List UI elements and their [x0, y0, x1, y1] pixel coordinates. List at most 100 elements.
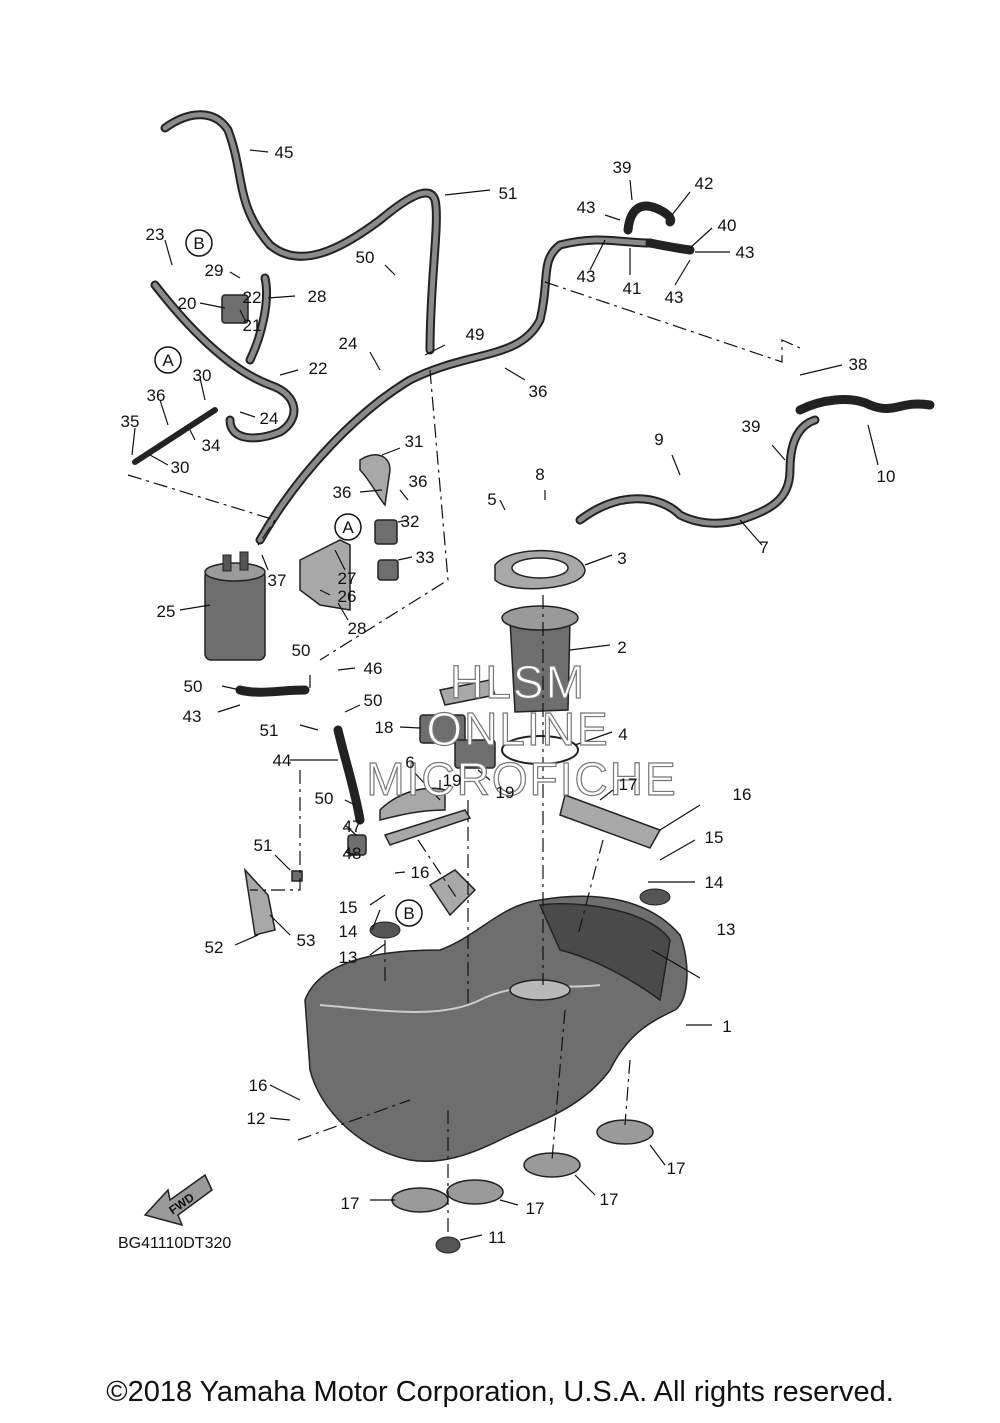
callout-51: 51 [499, 184, 518, 203]
callout-36: 36 [529, 382, 548, 401]
hose-40 [623, 201, 676, 235]
callout-30: 30 [171, 458, 190, 477]
callout-28: 28 [308, 287, 327, 306]
ref-markers [154, 229, 423, 927]
callout-38: 38 [849, 355, 868, 374]
bracket-34 [377, 559, 399, 581]
callout-53: 53 [297, 931, 316, 950]
damper-13a [369, 921, 401, 939]
harness [795, 395, 935, 415]
callout-50: 50 [292, 641, 311, 660]
callout-43: 43 [577, 198, 596, 217]
hose-44 [235, 685, 310, 697]
callout-43: 43 [665, 288, 684, 307]
callout-14: 14 [339, 922, 358, 941]
callout-15: 15 [705, 828, 724, 847]
valve-33 [374, 519, 398, 545]
tube-31 [132, 407, 218, 465]
callout-7: 7 [759, 538, 768, 557]
callout-2: 2 [617, 638, 626, 657]
watermark-line-1: HLSM [450, 656, 586, 708]
callout-14: 14 [705, 873, 724, 892]
callout-17: 17 [526, 1199, 545, 1218]
ref-marker-B: B [193, 234, 204, 253]
callout-28: 28 [348, 619, 367, 638]
callout-1: 1 [722, 1017, 731, 1036]
callout-44: 44 [273, 751, 292, 770]
callout-43: 43 [736, 243, 755, 262]
callout-6: 6 [405, 753, 414, 772]
callout-5: 5 [487, 490, 496, 509]
watermark-line-2: ONLINE [426, 703, 609, 755]
callout-12: 12 [247, 1109, 266, 1128]
valve-21 [221, 294, 249, 324]
diagram-code: BG41110DT320 [118, 1235, 231, 1252]
filter-part [439, 679, 496, 706]
callout-22: 22 [309, 359, 328, 378]
callout-9: 9 [654, 430, 663, 449]
callout-13: 13 [339, 948, 358, 967]
callout-43: 43 [577, 267, 596, 286]
callout-37: 37 [268, 571, 287, 590]
bracket-27 [299, 539, 351, 611]
ref-marker-A: A [342, 518, 354, 537]
callout-19: 19 [496, 783, 515, 802]
callout-50: 50 [364, 691, 383, 710]
fuel-tank-1 [304, 895, 688, 1163]
callout-29: 29 [205, 261, 224, 280]
callout-30: 30 [193, 366, 212, 385]
watermark-line-3: MICROFICHE [366, 753, 677, 805]
callout-16: 16 [249, 1076, 268, 1095]
plate-18 [559, 794, 662, 849]
callout-41: 41 [623, 279, 642, 298]
parts-diagram: FWD HLSM ONLINE MICROFICHE 1234567891011… [118, 110, 935, 1254]
callout-32: 32 [401, 512, 420, 531]
callout-33: 33 [416, 548, 435, 567]
callout-3: 3 [617, 549, 626, 568]
callout-34: 34 [202, 436, 221, 455]
gasket-4 [501, 735, 579, 765]
callout-52: 52 [205, 938, 224, 957]
callout-36: 36 [147, 386, 166, 405]
hose-41 [645, 238, 695, 255]
damper-19a [419, 714, 466, 744]
callout-17: 17 [667, 1159, 686, 1178]
callout-45: 45 [275, 143, 294, 162]
callout-49: 49 [466, 325, 485, 344]
bracket-53 [243, 867, 276, 936]
callout-50: 50 [315, 789, 334, 808]
watermark: HLSM ONLINE MICROFICHE [366, 655, 677, 805]
fwd-arrow: FWD [143, 1173, 213, 1227]
callout-51: 51 [260, 721, 279, 740]
clip-51 [291, 870, 303, 882]
callout-42: 42 [695, 174, 714, 193]
callout-39: 39 [742, 417, 761, 436]
protector-6 [379, 787, 446, 821]
callout-36: 36 [409, 472, 428, 491]
damper-19b [454, 739, 496, 769]
hose-45 [333, 725, 365, 825]
callout-21: 21 [243, 316, 262, 335]
damper-13b [639, 888, 671, 906]
callout-17: 17 [600, 1190, 619, 1209]
callout-39: 39 [613, 158, 632, 177]
callout-24: 24 [339, 334, 358, 353]
callout-23: 23 [146, 225, 165, 244]
pads-17 [391, 1119, 654, 1213]
callout-47: 47 [343, 817, 362, 836]
callout-22: 22 [243, 288, 262, 307]
callout-46: 46 [364, 659, 383, 678]
hose-7 [575, 415, 820, 528]
callout-26: 26 [338, 587, 357, 606]
callout-35: 35 [121, 412, 140, 431]
callout-19: 19 [443, 771, 462, 790]
callout-4: 4 [618, 725, 627, 744]
callout-15: 15 [339, 898, 358, 917]
callout-11: 11 [488, 1228, 506, 1247]
callout-16: 16 [411, 863, 430, 882]
cap-11 [435, 1236, 461, 1254]
callout-16: 16 [733, 785, 752, 804]
callout-17: 17 [619, 775, 638, 794]
